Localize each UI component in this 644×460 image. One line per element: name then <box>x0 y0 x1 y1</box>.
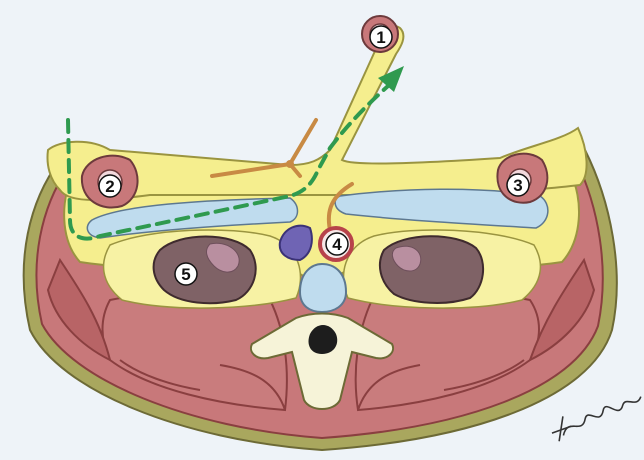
label-1-text: 1 <box>376 28 385 47</box>
left-kidney <box>154 237 256 304</box>
label-marker-5: 5 <box>175 263 197 285</box>
label-5-text: 5 <box>181 265 190 284</box>
vertebral-body <box>300 264 346 312</box>
label-2-text: 2 <box>105 177 114 196</box>
label-marker-1: 1 <box>370 26 392 48</box>
label-3-text: 3 <box>513 176 522 195</box>
label-marker-2: 2 <box>99 175 121 197</box>
vessel-junction <box>286 160 294 168</box>
right-kidney <box>380 236 483 303</box>
label-marker-4: 4 <box>326 233 348 255</box>
label-marker-3: 3 <box>507 174 529 196</box>
label-4-text: 4 <box>332 235 342 254</box>
